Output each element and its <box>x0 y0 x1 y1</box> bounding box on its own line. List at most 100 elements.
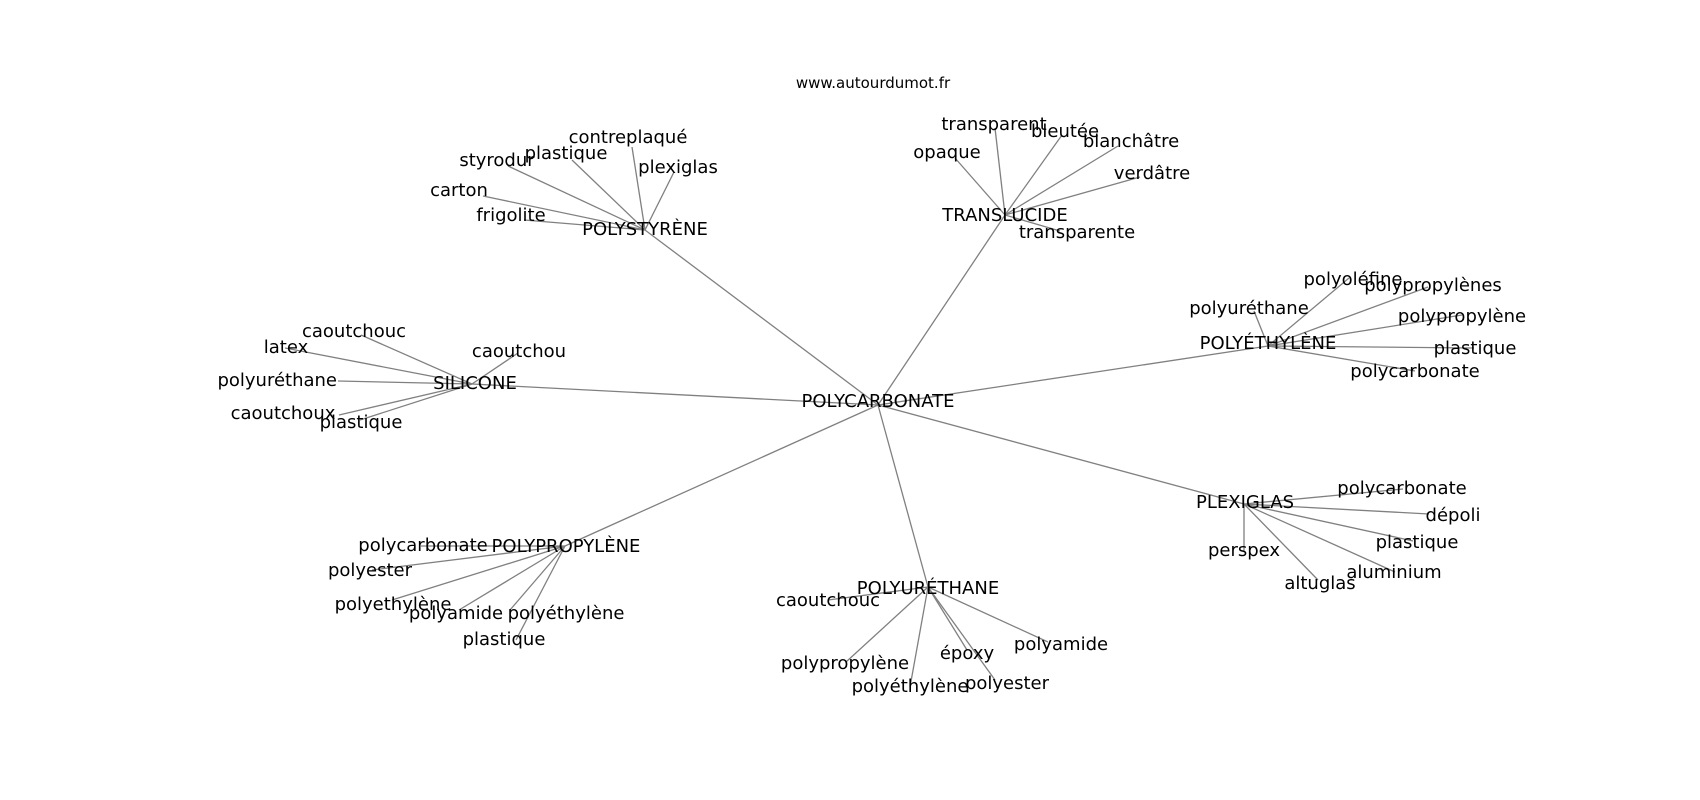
graph-edge <box>877 345 1269 406</box>
leaf-node-label[interactable]: opaque <box>913 142 980 163</box>
graph-edge <box>877 214 1006 406</box>
graph-edge <box>371 545 566 571</box>
graph-edge <box>927 586 1049 643</box>
graph-edge <box>359 383 473 421</box>
graph-edge <box>471 383 879 406</box>
leaf-node-label[interactable]: carton <box>430 180 488 201</box>
graph-edge <box>1253 310 1269 347</box>
leaf-node-label[interactable]: contreplaqué <box>569 127 688 148</box>
graph-edge <box>644 171 675 231</box>
leaf-node-label[interactable]: aluminium <box>1346 562 1441 583</box>
leaf-node-label[interactable]: caoutchou <box>472 341 566 362</box>
graph-edge <box>471 352 519 385</box>
leaf-node-label[interactable]: polycarbonate <box>358 535 487 556</box>
center-node-label[interactable]: POLYCARBONATE <box>801 391 954 412</box>
leaf-node-label[interactable]: blanchâtre <box>1083 131 1179 152</box>
leaf-node-label[interactable]: bleutée <box>1031 121 1099 142</box>
hub-node-label[interactable]: PLEXIGLAS <box>1196 492 1294 513</box>
leaf-node-label[interactable]: époxy <box>940 643 995 664</box>
leaf-node-label[interactable]: polyester <box>965 673 1050 694</box>
leaf-node-label[interactable]: plastique <box>463 629 546 650</box>
graph-edge <box>564 404 879 547</box>
hub-node-label[interactable]: POLYPROPYLÈNE <box>492 535 641 557</box>
graph-edge <box>1267 286 1429 347</box>
graph-edge <box>1267 277 1350 347</box>
leaf-node-label[interactable]: plexiglas <box>638 157 718 178</box>
leaf-node-label[interactable]: polycarbonate <box>1350 361 1479 382</box>
graph-edge <box>1243 503 1319 581</box>
graph-edge <box>1243 503 1414 542</box>
leaf-node-label[interactable]: perspex <box>1208 540 1280 561</box>
leaf-node-label[interactable]: caoutchouc <box>302 321 406 342</box>
graph-edge <box>338 383 473 416</box>
graph-edge <box>284 347 473 385</box>
graph-edge <box>515 545 566 641</box>
leaf-node-label[interactable]: polyoléfine <box>1304 269 1403 290</box>
leaf-node-label[interactable]: polypropylène <box>1398 306 1526 327</box>
leaf-node-label[interactable]: polyuréthane <box>217 370 337 391</box>
hub-node-label[interactable]: POLYÉTHYLÈNE <box>1200 332 1337 354</box>
leaf-node-label[interactable]: polycarbonate <box>1337 478 1466 499</box>
leaf-node-label[interactable]: transparente <box>1019 222 1135 243</box>
graph-edge <box>1243 503 1430 515</box>
graph-edge <box>571 159 646 231</box>
graph-edge <box>994 127 1006 216</box>
leaf-node-label[interactable]: plastique <box>525 143 608 164</box>
graph-edges <box>284 127 1475 688</box>
graph-edge <box>1267 345 1416 372</box>
leaf-node-label[interactable]: verdâtre <box>1114 163 1190 184</box>
leaf-node-label[interactable]: transparent <box>941 114 1046 135</box>
graph-edge <box>1267 314 1463 347</box>
graph-edge <box>644 229 879 406</box>
graph-edge <box>927 586 968 651</box>
leaf-node-label[interactable]: caoutchouc <box>776 590 880 611</box>
leaf-node-label[interactable]: latex <box>264 337 309 358</box>
graph-edge <box>827 586 929 601</box>
leaf-node-label[interactable]: polypropylènes <box>1364 275 1502 296</box>
graph-edge <box>523 219 646 231</box>
leaf-node-label[interactable]: polyamide <box>409 603 503 624</box>
leaf-node-label[interactable]: plastique <box>1434 338 1517 359</box>
leaf-node-label[interactable]: polyuréthane <box>1189 298 1309 319</box>
graph-edge <box>337 380 473 385</box>
graph-edge <box>360 334 473 385</box>
graph-edge <box>458 545 566 611</box>
hub-node-label[interactable]: SILICONE <box>433 373 517 394</box>
graph-edge <box>1004 134 1063 216</box>
graph-edge <box>845 586 929 663</box>
graph-edge <box>1004 176 1141 216</box>
graph-edge <box>877 404 929 588</box>
graph-edge <box>954 157 1006 216</box>
graph-edge <box>1243 488 1404 505</box>
graph-edge <box>1004 145 1119 216</box>
hub-node-label[interactable]: POLYSTYRÈNE <box>582 218 708 240</box>
graph-edge <box>482 195 646 231</box>
leaf-node-label[interactable]: frigolite <box>476 205 545 226</box>
graph-edge <box>509 545 566 611</box>
leaf-node-label[interactable]: polypropylène <box>781 653 909 674</box>
graph-edge <box>631 146 646 231</box>
leaf-node-label[interactable]: polyethylène <box>335 594 452 615</box>
graph-edge <box>507 165 646 231</box>
leaf-node-label[interactable]: polyéthylène <box>852 676 969 697</box>
leaf-node-label[interactable]: caoutchoux <box>231 403 336 424</box>
leaf-node-label[interactable]: dépoli <box>1426 505 1481 526</box>
graph-edge <box>1267 345 1475 349</box>
watermark: www.autourdumot.fr <box>796 74 951 92</box>
hub-node-label[interactable]: TRANSLUCIDE <box>941 205 1067 226</box>
leaf-node-label[interactable]: plastique <box>320 412 403 433</box>
hub-node-label[interactable]: POLYURÉTHANE <box>857 577 999 599</box>
graph-edge <box>1004 214 1061 232</box>
leaf-node-label[interactable]: polyester <box>328 560 413 581</box>
leaf-node-label[interactable]: polyamide <box>1014 634 1108 655</box>
leaf-node-label[interactable]: altuglas <box>1284 573 1355 594</box>
graph-edge <box>391 545 566 601</box>
leaf-node-label[interactable]: plastique <box>1376 532 1459 553</box>
graph-edge <box>1243 503 1396 573</box>
graph-edge <box>909 586 929 688</box>
leaf-node-label[interactable]: polyéthylène <box>508 603 625 624</box>
graph-edge <box>877 404 1245 505</box>
leaf-node-label[interactable]: styrodur <box>459 150 535 171</box>
